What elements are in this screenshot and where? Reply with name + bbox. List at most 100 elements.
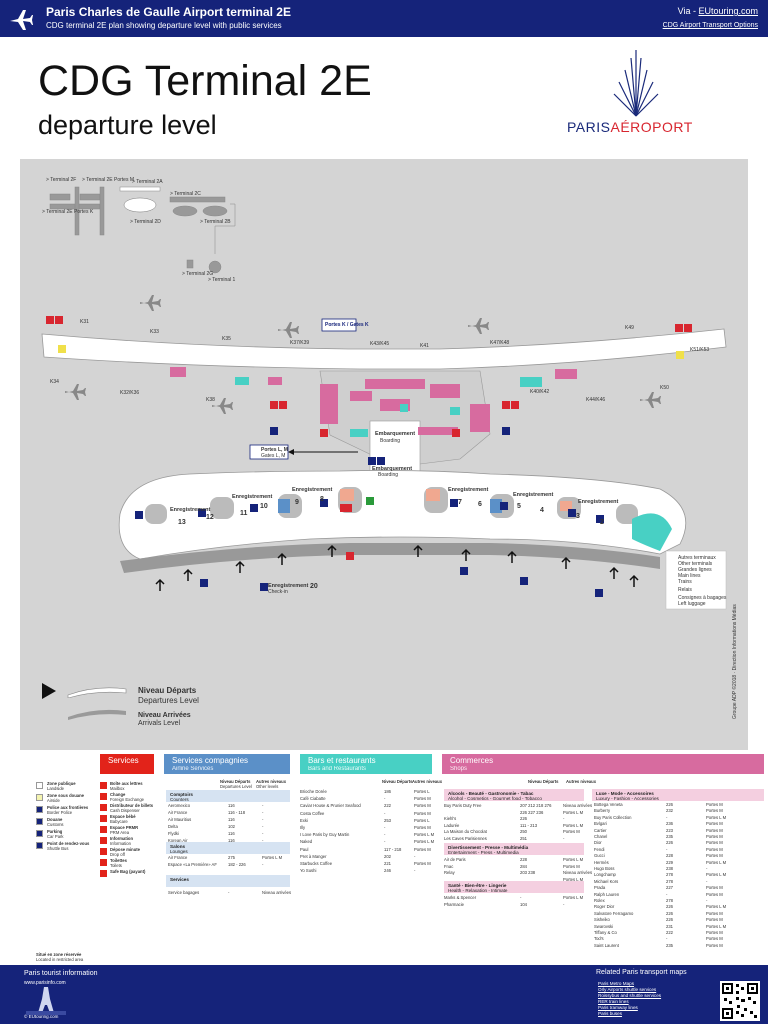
checkin-hall [118, 470, 687, 560]
related-link[interactable]: Paris buses [598, 1011, 623, 1016]
service-legend-icon [100, 793, 107, 800]
service-item-en: PRM Area [110, 830, 130, 835]
service-legend-icon [100, 826, 107, 833]
related-link[interactable]: Paris Metro Maps [598, 981, 634, 986]
shop-row-dep: 226 [666, 910, 673, 916]
mini-label-t1: > Terminal 1 [208, 277, 236, 283]
gate-label: K41 [420, 343, 429, 349]
shop-row-oth: Portes M [563, 863, 580, 869]
bar-row-oth: Portes M [414, 810, 431, 816]
arrivals-band [120, 543, 660, 573]
eiffel-tower-icon [26, 987, 66, 1015]
shop-row-oth: Portes L M [706, 872, 727, 878]
shop-row-dep: 236 [666, 821, 673, 827]
services-foot-en: Located in restricted area [36, 957, 84, 962]
bar-row-name: Brioche Dorée [300, 789, 327, 794]
shop-row-name: Michael Kors [594, 878, 619, 884]
shop-row-oth: - [563, 816, 565, 822]
airline-row-dep: 116 [228, 817, 235, 822]
airlines-services-bar: Services [166, 875, 290, 887]
shops-sub3-en: Health - Relaxation - Intimate [448, 888, 508, 894]
service-item-en: Landside [47, 786, 64, 791]
related-link[interactable]: Orly Airports shuttle services [598, 987, 657, 992]
shop-row-name: Bottega Veneta [594, 802, 623, 807]
shop-row-name: Pharmacie [444, 901, 465, 907]
shop-row-name: Saint Laurent [594, 942, 619, 948]
bar-row-name: I Love Paris by Guy Martin [300, 832, 350, 838]
shop-row-oth: Portes M [706, 942, 723, 948]
shop-row-oth: Portes L M [563, 857, 584, 862]
bar-row-dep: 221 [384, 861, 391, 866]
shops-head-en: Shops [450, 765, 468, 772]
shops-sub4: Luxe - Mode - Accessoires Luxury - Fashi… [592, 789, 764, 801]
gate-label: K33 [150, 329, 159, 335]
qr-code-icon[interactable] [720, 981, 760, 1021]
shop-row-oth: - [706, 866, 708, 871]
shop-row-dep: 238 [666, 866, 673, 871]
checkin-number: 5 [517, 503, 521, 510]
airplane-logo-icon [10, 10, 33, 30]
services-header: Services [100, 754, 154, 774]
shop-row-oth: Portes M [706, 821, 723, 827]
shop-row-oth: Portes L M [706, 923, 727, 929]
bar-row-oth: Portes M [414, 861, 431, 866]
top-bar: Paris Charles de Gaulle Airport terminal… [0, 0, 768, 37]
service-item-en: Toilets [110, 863, 122, 868]
legend-other-terminals-en: Other terminals [678, 561, 713, 567]
lounges-en: Lounges [170, 849, 188, 855]
airlines-head-en: Airline Services [172, 765, 214, 772]
shop-row-name: Relay [444, 870, 455, 876]
shop-blocks [170, 367, 577, 437]
checkin-label: Enregistrement [578, 499, 619, 505]
mini-terminal-overview [49, 186, 236, 274]
bars-head-text: Bars et restaurants [308, 756, 376, 765]
airline-row-name: Service bagages [168, 890, 200, 895]
checkin-label: Enregistrement [292, 487, 333, 493]
gates-lm-sub: Gates L, M [261, 453, 286, 459]
arrivals-band-icon [68, 709, 126, 720]
airlines-counters-bar: Comptoirs Counters [166, 790, 290, 802]
service-item: Espace bébé [110, 814, 136, 819]
terminal-map[interactable]: > Terminal 2F > Terminal 2E Portes M > T… [20, 159, 748, 750]
gate-label: K35 [222, 336, 231, 342]
shop-row-dep: 104 [520, 901, 527, 907]
shop-row-name: Les Caves Parisiennes [444, 836, 487, 841]
shop-row-oth: - [563, 901, 565, 907]
shops-sub2-en: Entertainment - Press - Multimedia [448, 850, 519, 856]
site-link[interactable]: EUtouring.com [698, 6, 758, 16]
related-link[interactable]: RER train lines [598, 999, 629, 1004]
departures-arrow-icon [42, 683, 56, 699]
gates-lm-box [249, 444, 289, 460]
bar-row-oth: Portes L [414, 817, 430, 823]
shop-row-oth: Portes M [706, 846, 723, 852]
boarding-sub-2: Boarding [378, 472, 399, 478]
gate-label: K43/K45 [370, 341, 390, 347]
airline-row-name: Flydki [168, 831, 179, 836]
shop-row-dep: - [666, 846, 668, 852]
shop-row-dep: 226 227 236 [520, 809, 544, 815]
shop-row-name: Longchamp [594, 872, 616, 878]
mini-label-2a: > Terminal 2A [132, 179, 163, 185]
airplanes-icons [65, 295, 661, 414]
gate-label: K47/K48 [490, 340, 510, 346]
shop-row-oth: Portes M [706, 936, 723, 942]
bar-row-oth: Portes L M [414, 839, 435, 845]
departures-level-fr: Niveau Départs [138, 686, 197, 695]
mini-label-2e-k: > Terminal 2E Portes K [42, 209, 94, 215]
airlines-col-dep-en: Departures Level [220, 784, 252, 789]
transport-options-link[interactable]: CDG Airport Transport Options [662, 22, 758, 29]
service-item-en: Airside [47, 798, 60, 803]
shop-row-name: Buy Paris Collection [594, 814, 632, 820]
tourist-info-link[interactable]: www.parisinfo.com [24, 980, 66, 986]
related-link[interactable]: Roissybus and shuttle services [598, 993, 662, 998]
shops-sub2-fr: Divertissement - Presse - Multimédia [448, 845, 529, 850]
shop-row-dep: - [520, 895, 522, 900]
airline-row-oth: - [262, 803, 264, 808]
departures-band-icon [67, 687, 127, 698]
service-item-en: Shuttle Bus [47, 846, 69, 851]
page-title: CDG Terminal 2E [38, 57, 372, 105]
checkin-number: 7 [458, 499, 462, 506]
related-link[interactable]: Paris tramway lines [598, 1005, 638, 1010]
shop-row-oth: Portes M [706, 802, 723, 807]
service-legend-icon [100, 815, 107, 822]
